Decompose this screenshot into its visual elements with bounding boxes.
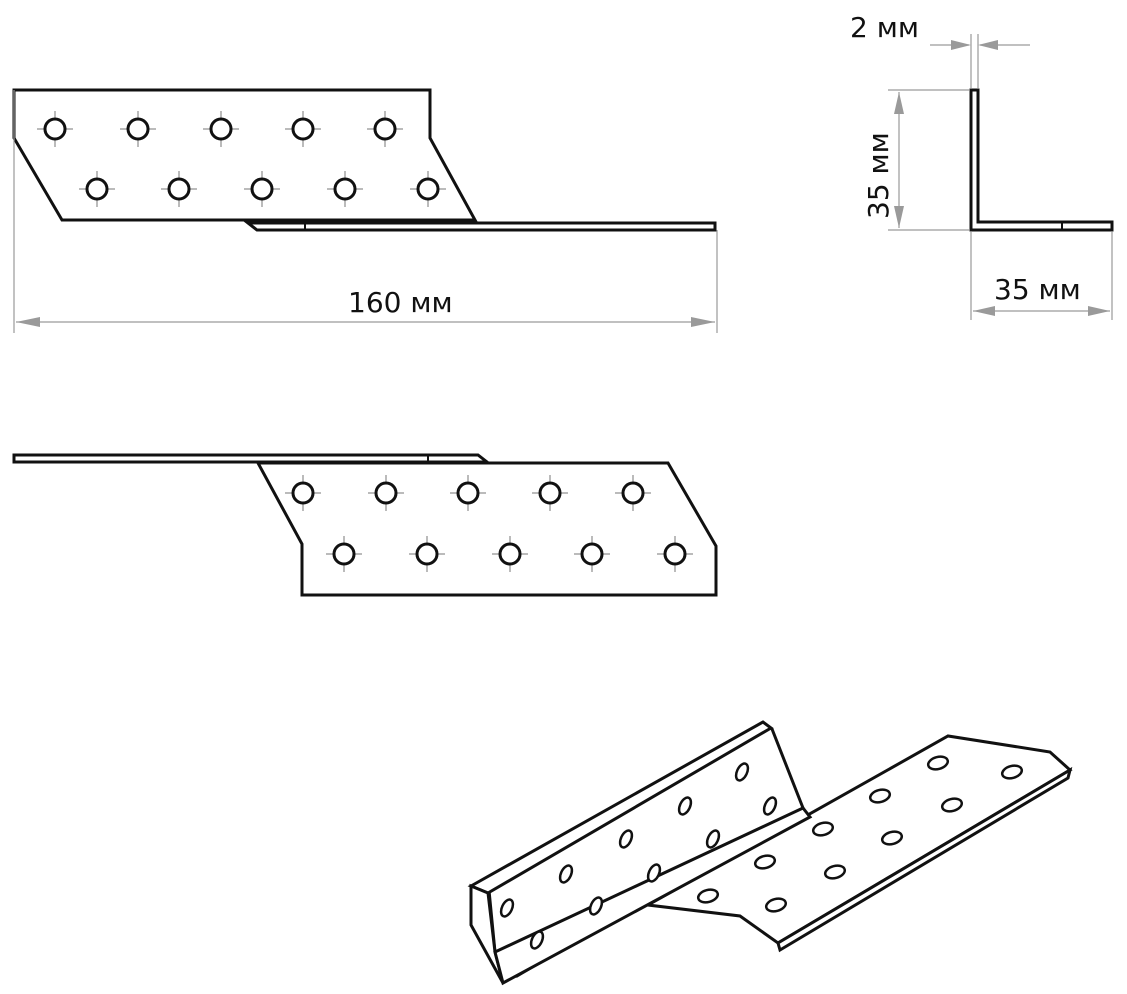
mounting-hole <box>499 898 515 918</box>
mounting-hole <box>618 829 634 849</box>
mounting-hole <box>1000 764 1024 780</box>
mounting-hole <box>532 475 568 511</box>
mounting-hole <box>285 111 321 147</box>
mounting-hole <box>368 475 404 511</box>
mounting-hole <box>657 536 693 572</box>
mounting-hole <box>285 475 321 511</box>
mounting-hole <box>762 796 778 816</box>
mounting-hole <box>940 797 964 813</box>
top-view <box>12 88 717 232</box>
mounting-hole <box>161 171 197 207</box>
mounting-hole <box>244 171 280 207</box>
thickness-label: 2 мм <box>850 11 919 44</box>
side-profile <box>969 88 1114 232</box>
bottom-view-plate <box>255 461 718 597</box>
mounting-hole <box>326 536 362 572</box>
top-view-holes <box>37 111 446 207</box>
mounting-hole <box>615 475 651 511</box>
mounting-hole <box>529 930 545 950</box>
width-label: 35 мм <box>994 273 1081 306</box>
thickness-arrow-left <box>951 40 971 50</box>
bottom-view-flange <box>12 453 492 464</box>
mounting-hole <box>327 171 363 207</box>
thickness-dimension: 2 мм <box>850 11 1030 88</box>
thickness-arrow-right <box>978 40 998 50</box>
mounting-hole <box>79 171 115 207</box>
mounting-hole <box>705 829 721 849</box>
mounting-hole <box>410 171 446 207</box>
mounting-hole <box>868 788 892 804</box>
height-label: 35 мм <box>862 132 895 219</box>
iso-flat-plate-edge <box>776 766 1073 953</box>
mounting-hole <box>492 536 528 572</box>
width-arrow-right <box>1088 306 1110 316</box>
top-view-flange <box>243 221 717 232</box>
height-arrow-bottom <box>894 206 904 228</box>
mounting-hole <box>409 536 445 572</box>
mounting-hole <box>588 896 604 916</box>
height-arrow-top <box>894 92 904 114</box>
width-arrow-left <box>973 306 995 316</box>
iso-holes <box>499 755 1024 950</box>
mounting-hole <box>646 863 662 883</box>
mounting-hole <box>367 111 403 147</box>
height-dimension: 35 мм <box>862 89 969 231</box>
mounting-hole <box>811 821 835 837</box>
iso-vertical-plate-bottom <box>493 806 813 986</box>
mounting-hole <box>753 854 777 870</box>
mounting-hole <box>926 755 950 771</box>
mounting-hole <box>823 864 847 880</box>
isometric-view <box>467 720 1073 986</box>
mounting-hole <box>734 762 750 782</box>
mounting-hole <box>450 475 486 511</box>
top-view-plate <box>12 88 478 222</box>
bottom-view <box>12 453 718 597</box>
mounting-hole <box>764 897 788 913</box>
length-label: 160 мм <box>348 286 453 319</box>
mounting-hole <box>880 830 904 846</box>
mounting-hole <box>574 536 610 572</box>
profile-angle <box>969 88 1114 232</box>
length-arrow-left <box>16 317 40 327</box>
bottom-view-holes <box>285 475 693 572</box>
width-dimension: 35 мм <box>970 232 1113 320</box>
length-dimension: 160 мм <box>13 90 718 333</box>
mounting-hole <box>696 888 720 904</box>
mounting-hole <box>37 111 73 147</box>
mounting-hole <box>677 796 693 816</box>
mounting-hole <box>203 111 239 147</box>
mounting-hole <box>120 111 156 147</box>
length-arrow-right <box>691 317 715 327</box>
mounting-hole <box>558 864 574 884</box>
